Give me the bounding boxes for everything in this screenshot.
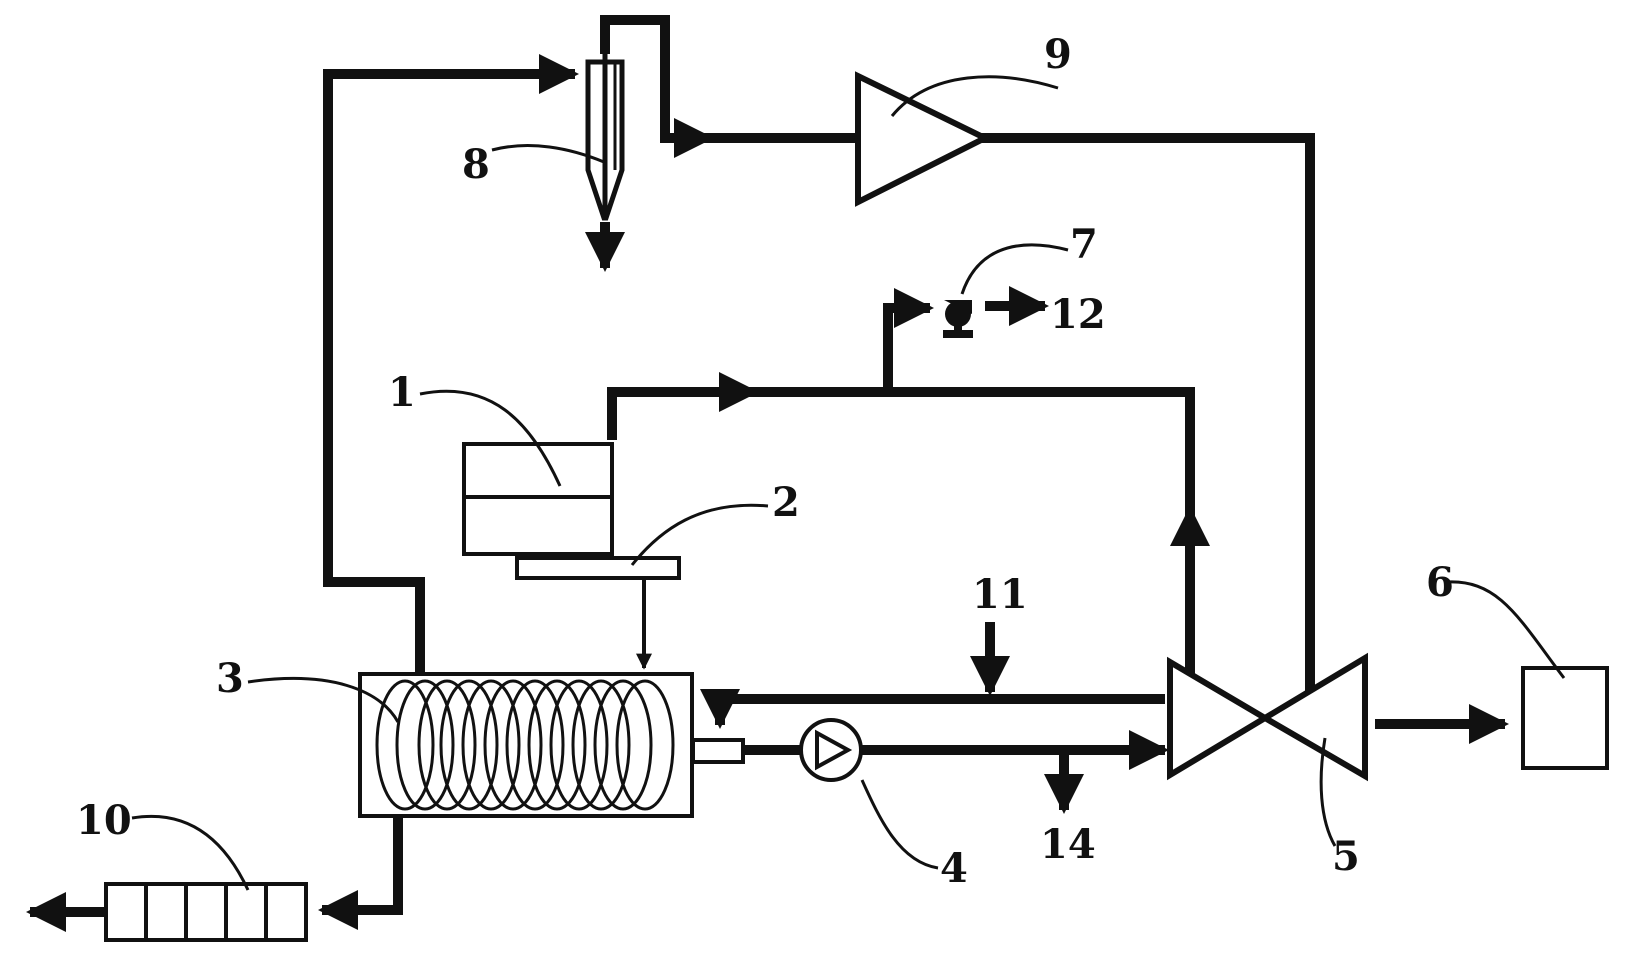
label-8: 8 — [462, 141, 490, 188]
label-1: 1 — [388, 369, 416, 416]
unit-1 — [462, 442, 614, 556]
label-2: 2 — [772, 479, 800, 526]
label-12: 12 — [1050, 291, 1106, 338]
compressor-9 — [855, 71, 992, 207]
label-3: 3 — [216, 655, 244, 702]
separator-8 — [585, 46, 625, 221]
pipe-cyclone-to-compressor — [600, 15, 714, 158]
pipe-tank-to-cyclone — [323, 54, 579, 672]
leader-lines — [131, 75, 1566, 891]
label-10: 10 — [76, 797, 132, 844]
pump-4 — [799, 718, 863, 782]
unit-2-plate — [515, 556, 681, 580]
label-11: 11 — [972, 571, 1028, 618]
label-6: 6 — [1426, 559, 1454, 606]
label-7: 7 — [1070, 221, 1098, 268]
pipe-branch-to-pump7 — [883, 288, 934, 392]
valve-5-left — [1167, 656, 1271, 781]
pipelines — [26, 15, 1509, 932]
pipe-tank-to-unit10 — [318, 818, 403, 930]
label-9: 9 — [1044, 31, 1072, 78]
labels: 1 2 3 4 5 6 7 8 9 10 11 12 14 — [76, 31, 1454, 892]
tank-3-outlet — [691, 738, 745, 764]
tank-3 — [358, 672, 745, 818]
valve-5-right — [1259, 652, 1368, 782]
label-14: 14 — [1040, 821, 1096, 868]
pipe-compressor-to-valve — [980, 133, 1315, 700]
pipe-return-to-tank — [700, 689, 1165, 729]
coil-3 — [375, 679, 675, 811]
unit-6 — [1521, 666, 1609, 770]
label-5: 5 — [1332, 833, 1360, 880]
label-4: 4 — [940, 845, 968, 892]
valve-5 — [1167, 652, 1368, 782]
pump-7 — [943, 300, 973, 338]
unit-10 — [104, 882, 308, 942]
pipe-unit1-to-valve — [607, 387, 1195, 680]
